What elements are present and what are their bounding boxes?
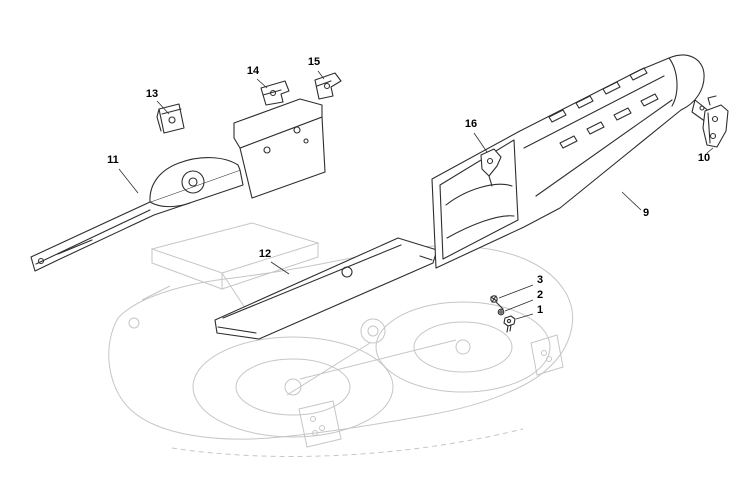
callout-label-1: 1 — [537, 304, 543, 316]
callout-16: 16 — [465, 118, 488, 153]
callout-9: 9 — [621, 191, 649, 219]
part-side-panel-left — [30, 98, 326, 272]
part-washer-2 — [497, 308, 505, 316]
callout-13: 13 — [146, 88, 170, 115]
callout-1: 1 — [515, 304, 543, 320]
callout-label-13: 13 — [146, 88, 158, 100]
callout-11: 11 — [107, 154, 139, 194]
callout-15: 15 — [308, 56, 325, 80]
callout-label-10: 10 — [698, 152, 710, 164]
callouts: 13 14 15 11 16 10 — [107, 56, 714, 320]
part-clip-13 — [156, 103, 185, 134]
part-bracket-14 — [260, 80, 290, 106]
part-latch-16 — [480, 148, 502, 187]
callout-3: 3 — [498, 274, 543, 299]
callout-12: 12 — [259, 248, 290, 275]
callout-label-12: 12 — [259, 248, 271, 260]
part-bracket-10 — [702, 95, 729, 148]
part-bracket-15 — [314, 72, 342, 100]
callout-14: 14 — [247, 65, 268, 89]
part-conveyor-9 — [431, 54, 711, 269]
callout-label-2: 2 — [537, 289, 543, 301]
callout-2: 2 — [504, 289, 543, 312]
callout-10: 10 — [698, 147, 714, 164]
callout-label-16: 16 — [465, 118, 477, 130]
callout-label-14: 14 — [247, 65, 260, 77]
callout-label-15: 15 — [308, 56, 320, 68]
part-belt-guard-12 — [214, 237, 438, 340]
cutting-deck-ghost — [108, 222, 574, 457]
callout-label-11: 11 — [107, 154, 119, 166]
part-bolt-1 — [503, 315, 516, 333]
part-screw-3 — [490, 295, 504, 310]
callout-label-3: 3 — [537, 274, 543, 286]
callout-label-9: 9 — [643, 207, 649, 219]
